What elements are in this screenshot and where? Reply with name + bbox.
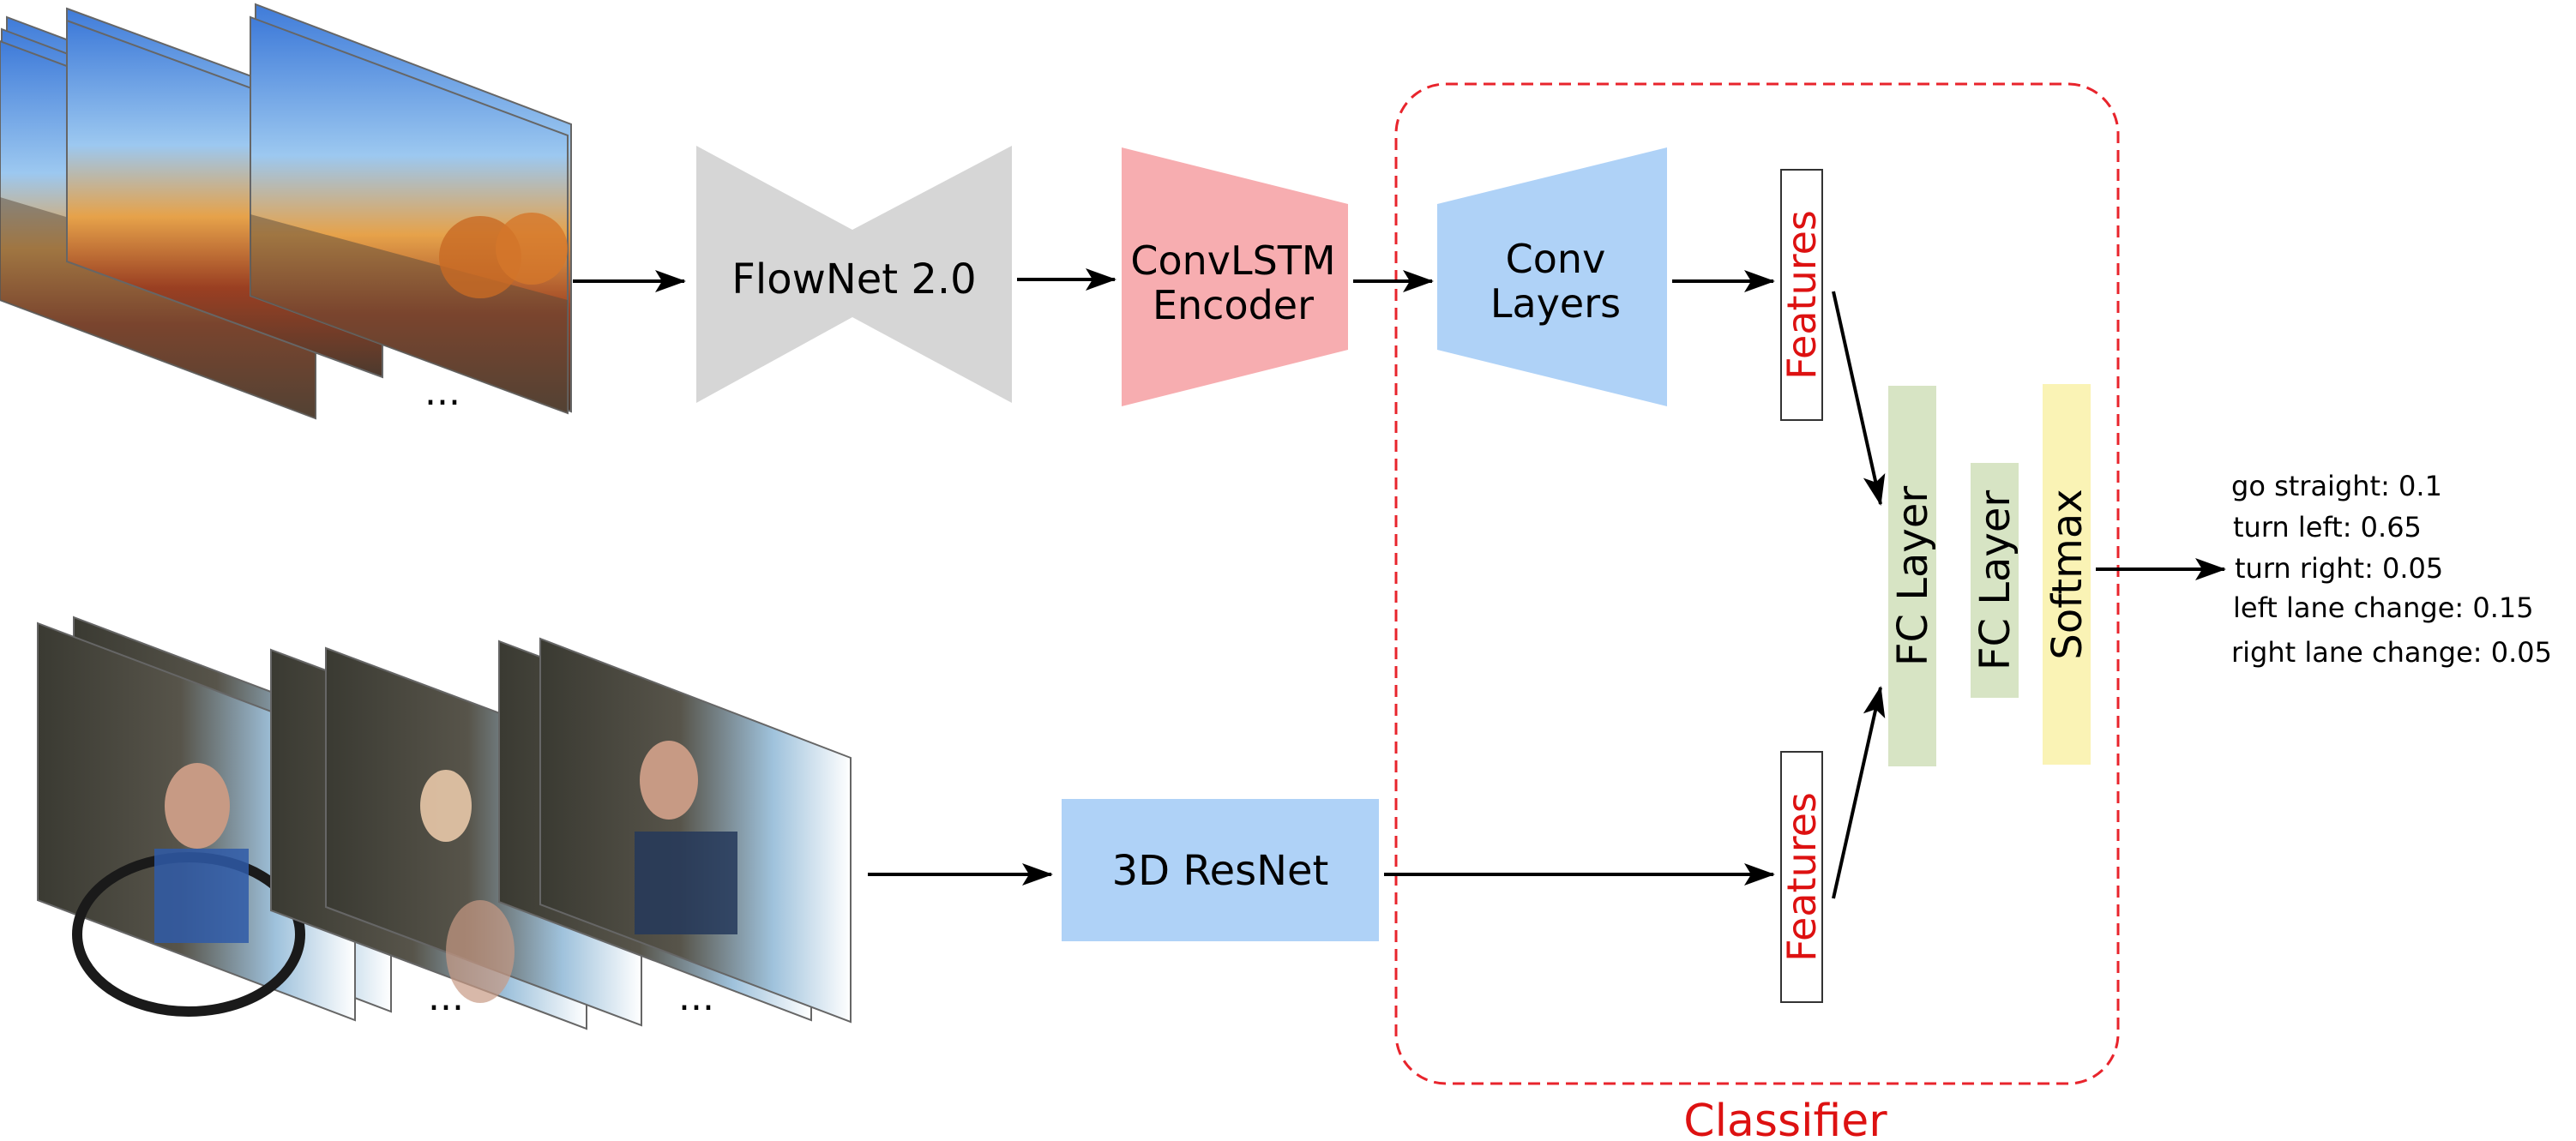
classifier-label: Classifier xyxy=(1683,1096,1887,1141)
driver-frames-ellipsis-1: ... xyxy=(428,976,464,1019)
fc-layer-block-1 xyxy=(1888,386,1936,766)
flownet-label: FlowNet 2.0 xyxy=(731,255,976,303)
output-line-2: turn left: 0.65 xyxy=(2233,511,2422,543)
road-frame-group-3 xyxy=(250,3,572,415)
road-frames-ellipsis: ... xyxy=(424,370,460,414)
road-frame-stack: ... xyxy=(0,3,572,420)
convlstm-label-line1: ConvLSTM xyxy=(1130,237,1335,284)
fc-layer-label-1: FC Layer xyxy=(1889,486,1937,666)
resnet-block xyxy=(1062,799,1379,941)
conv-layers-label-line2: Layers xyxy=(1490,280,1621,327)
output-line-1: go straight: 0.1 xyxy=(2231,470,2442,502)
driver-frame-group-3 xyxy=(498,637,852,1024)
features-label-top: Features xyxy=(1779,210,1825,380)
fc-layer-block-2 xyxy=(1971,463,2019,698)
conv-layers-block xyxy=(1437,147,1667,406)
conv-layers-label-line1: Conv xyxy=(1506,236,1606,282)
softmax-label: Softmax xyxy=(2043,489,2091,659)
convlstm-label-line2: Encoder xyxy=(1153,282,1314,328)
output-line-3: turn right: 0.05 xyxy=(2235,552,2443,585)
convlstm-encoder-block xyxy=(1122,147,1348,406)
features-label-bottom: Features xyxy=(1779,792,1825,962)
connection-arrows xyxy=(573,268,2226,899)
resnet-label: 3D ResNet xyxy=(1112,847,1329,895)
fc-layer-label-2: FC Layer xyxy=(1971,490,2019,670)
output-line-5: right lane change: 0.05 xyxy=(2231,636,2552,669)
driver-frame-stack: ... ... xyxy=(37,616,852,1030)
arrow-features-top-to-fc xyxy=(1832,291,1886,506)
classifier-region xyxy=(1394,82,2120,1085)
features-box-top xyxy=(1780,169,1823,421)
driver-frames-ellipsis-2: ... xyxy=(678,976,714,1019)
flownet-block xyxy=(696,146,1012,403)
features-box-bottom xyxy=(1780,751,1823,1003)
softmax-block xyxy=(2043,384,2091,765)
arrow-features-bottom-to-fc xyxy=(1832,686,1886,899)
output-probabilities: go straight: 0.1 turn left: 0.65 turn ri… xyxy=(2231,470,2552,669)
output-line-4: left lane change: 0.15 xyxy=(2233,592,2534,624)
